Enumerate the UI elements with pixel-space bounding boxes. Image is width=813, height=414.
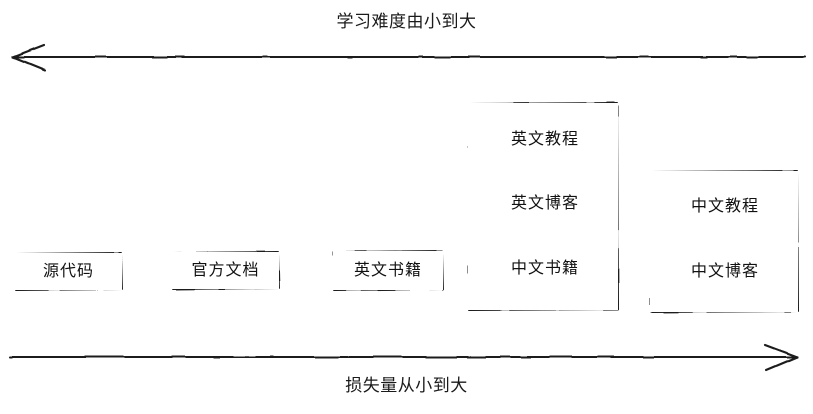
node-label: 英文书籍 <box>353 259 422 279</box>
node-english-blog[interactable]: 英文博客 <box>490 186 600 222</box>
node-source-code[interactable]: 源代码 <box>15 253 122 290</box>
top-axis-label: 学习难度由小到大 <box>336 12 477 32</box>
arrow-right-icon <box>8 343 799 372</box>
node-label: 源代码 <box>42 260 94 280</box>
node-chinese-books[interactable]: 中文书籍 <box>490 251 600 287</box>
node-label: 英文教程 <box>510 129 579 148</box>
arrow-left-icon <box>11 43 807 72</box>
node-label: 官方文档 <box>191 259 260 279</box>
node-official-docs[interactable]: 官方文档 <box>172 252 279 289</box>
node-label: 英文博客 <box>510 193 579 212</box>
english-resource-group[interactable]: 英文教程 英文博客 中文书籍 <box>468 103 618 310</box>
node-label: 中文书籍 <box>510 258 579 277</box>
node-label: 中文博客 <box>690 261 759 280</box>
node-chinese-tutorial[interactable]: 中文教程 <box>670 189 780 225</box>
node-chinese-blog[interactable]: 中文博客 <box>670 254 780 290</box>
node-english-books[interactable]: 英文书籍 <box>333 251 443 290</box>
bottom-axis-label: 损失量从小到大 <box>345 376 468 396</box>
node-english-tutorial[interactable]: 英文教程 <box>490 122 600 158</box>
node-label: 中文教程 <box>690 196 759 215</box>
chinese-resource-group[interactable]: 中文教程 中文博客 <box>650 171 798 312</box>
